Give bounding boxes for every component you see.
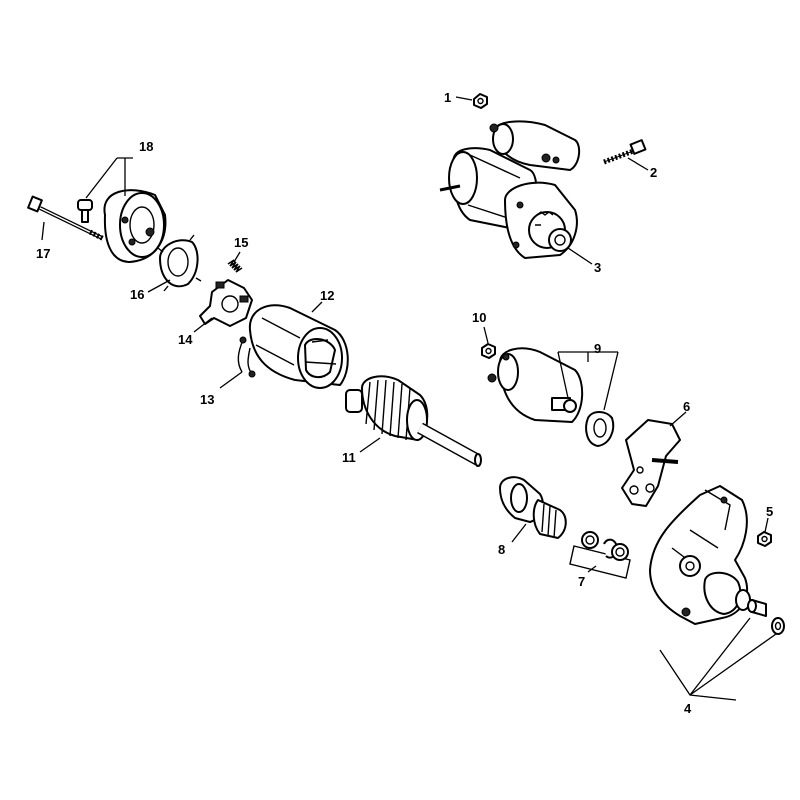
callout-7: 7 bbox=[578, 574, 585, 589]
leader-11 bbox=[359, 437, 381, 453]
callout-14: 14 bbox=[178, 332, 193, 347]
callout-10: 10 bbox=[472, 310, 486, 325]
leader-9 bbox=[557, 351, 619, 411]
callout-16: 16 bbox=[130, 287, 144, 302]
part-15-spring[interactable] bbox=[227, 259, 243, 273]
leader-18 bbox=[85, 157, 133, 199]
part-2-bolt[interactable] bbox=[603, 139, 647, 165]
callout-2: 2 bbox=[650, 165, 657, 180]
part-7-ring-set[interactable] bbox=[569, 531, 631, 579]
part-11-armature[interactable] bbox=[345, 375, 482, 467]
callout-11: 11 bbox=[342, 450, 356, 465]
part-6-shift-lever[interactable] bbox=[621, 419, 681, 507]
part-16-gasket[interactable] bbox=[157, 234, 202, 292]
part-5-nut[interactable] bbox=[757, 531, 772, 547]
leader-8 bbox=[511, 523, 527, 543]
part-9-solenoid[interactable] bbox=[487, 347, 615, 447]
leader-17 bbox=[41, 221, 45, 241]
part-13-brush-leads[interactable] bbox=[237, 336, 256, 378]
callout-3: 3 bbox=[594, 260, 601, 275]
leader-13 bbox=[219, 371, 243, 389]
leader-2 bbox=[627, 157, 649, 171]
callout-1: 1 bbox=[444, 90, 451, 105]
callout-5: 5 bbox=[766, 504, 773, 519]
leader-5 bbox=[764, 517, 769, 533]
part-14-brush-holder[interactable] bbox=[199, 279, 253, 327]
part-17-through-bolt[interactable] bbox=[27, 195, 106, 242]
leader-1 bbox=[455, 96, 473, 101]
callout-4: 4 bbox=[684, 701, 692, 716]
part-12-field-frame[interactable] bbox=[248, 304, 349, 389]
part-18-end-cover[interactable] bbox=[77, 189, 167, 263]
leader-3 bbox=[567, 247, 593, 265]
leader-10 bbox=[483, 326, 489, 344]
callout-18: 18 bbox=[139, 139, 153, 154]
leader-4 bbox=[659, 617, 777, 701]
callout-12: 12 bbox=[320, 288, 334, 303]
callout-6: 6 bbox=[683, 399, 690, 414]
leader-12 bbox=[311, 301, 323, 313]
callout-17: 17 bbox=[36, 246, 50, 261]
leader-14 bbox=[193, 317, 213, 333]
callout-8: 8 bbox=[498, 542, 505, 557]
part-1-nut[interactable] bbox=[473, 93, 488, 109]
callout-15: 15 bbox=[234, 235, 248, 250]
callout-9: 9 bbox=[594, 341, 601, 356]
part-4-drive-housing[interactable] bbox=[649, 485, 785, 635]
leader-6 bbox=[669, 411, 687, 427]
part-10-nut[interactable] bbox=[481, 343, 496, 359]
callout-13: 13 bbox=[200, 392, 214, 407]
leader-7 bbox=[587, 565, 597, 573]
part-8-pinion-clutch[interactable] bbox=[499, 476, 567, 539]
leader-15 bbox=[233, 251, 241, 263]
part-3-starter-assembly[interactable] bbox=[439, 120, 581, 259]
leader-16 bbox=[147, 279, 171, 293]
